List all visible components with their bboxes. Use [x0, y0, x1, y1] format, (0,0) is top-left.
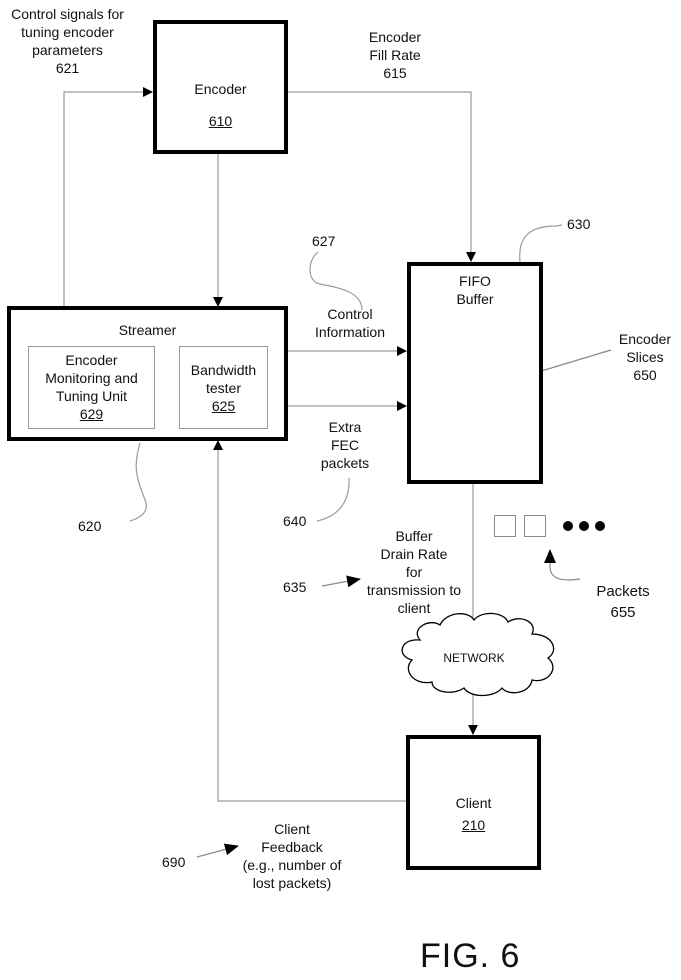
label-line: FEC [331, 437, 359, 453]
label-line: Encoder [368, 29, 422, 45]
ref-635: 635 [283, 579, 307, 595]
encoder-slices-label: Encoder Slices 650 [610, 330, 680, 384]
label-line: Information [314, 324, 386, 340]
label-line: Drain Rate [380, 546, 448, 562]
drain-rate-label: Buffer Drain Rate for transmission to cl… [356, 527, 472, 617]
monitoring-line-2: Monitoring and [45, 370, 138, 386]
client-feedback-connector [213, 440, 406, 802]
bandwidth-line-1: Bandwidth [190, 362, 257, 378]
ref-640: 640 [283, 513, 307, 529]
label-line: Control signals for [11, 6, 124, 22]
label-line: lost packets) [252, 875, 332, 891]
fifo-line-2: Buffer [456, 291, 494, 307]
encoder-ref: 610 [208, 113, 233, 129]
leader-620 [129, 442, 147, 522]
ref-627: 627 [312, 233, 336, 249]
label-line: Packets [596, 583, 650, 600]
encoder-monitoring-tuning-unit: Encoder Monitoring and Tuning Unit 629 [28, 346, 155, 429]
label-line: 615 [383, 65, 407, 81]
ellipsis-dot-icon [563, 521, 573, 531]
label-line: tuning encoder [21, 24, 114, 40]
client-ref: 210 [461, 817, 486, 833]
leader-640 [316, 477, 350, 522]
encoder-block: Encoder 610 [153, 20, 288, 154]
ref-690: 690 [162, 854, 186, 870]
label-line: packets [320, 455, 370, 471]
extra-fec-label: Extra FEC packets [310, 418, 380, 472]
ref-630: 630 [567, 216, 591, 232]
label-line: Control [327, 306, 373, 322]
monitoring-ref: 629 [79, 406, 104, 422]
leader-635 [321, 575, 361, 588]
packet-icon [524, 515, 546, 537]
encoder-name: Encoder [194, 81, 247, 97]
bandwidth-line-2: tester [205, 380, 241, 396]
packet-icon [494, 515, 516, 537]
ellipsis-dot-icon [579, 521, 589, 531]
label-line: 650 [633, 367, 657, 383]
control-signals-label: Control signals for tuning encoder param… [0, 5, 135, 77]
fifo-line-1: FIFO [459, 273, 491, 289]
leader-630 [519, 224, 563, 263]
label-line: 621 [55, 60, 80, 76]
fill-rate-connector [288, 91, 476, 262]
label-line: (e.g., number of [242, 857, 342, 873]
client-block: Client 210 [406, 735, 541, 870]
leader-690 [196, 843, 239, 858]
streamer-block: Streamer Encoder Monitoring and Tuning U… [7, 306, 288, 441]
bandwidth-ref: 625 [211, 398, 236, 414]
fill-rate-label: Encoder Fill Rate 615 [350, 28, 440, 82]
ellipsis-dot-icon [595, 521, 605, 531]
label-line: Feedback [261, 839, 323, 855]
ref-620: 620 [78, 518, 102, 534]
network-label: NETWORK [443, 651, 505, 665]
label-line: Fill Rate [369, 47, 421, 63]
packets-label: Packets 655 [590, 581, 656, 623]
network-cloud [401, 612, 555, 697]
label-line: Buffer [395, 528, 433, 544]
label-line: parameters [32, 42, 103, 58]
control-information-label: Control Information [305, 305, 395, 341]
streamer-name: Streamer [118, 322, 177, 338]
label-line: client [397, 600, 431, 616]
label-line: 655 [610, 604, 636, 621]
fifo-buffer: FIFO Buffer [407, 262, 543, 484]
label-line: Client [274, 821, 310, 837]
label-line: Encoder [618, 331, 672, 347]
label-line: Slices [626, 349, 664, 365]
label-line: for [405, 564, 423, 580]
client-name: Client [455, 795, 492, 811]
control-signals-connector [63, 87, 153, 307]
leader-627 [309, 251, 363, 311]
monitoring-line-1: Encoder [65, 352, 118, 368]
figure-caption: FIG. 6 [420, 937, 521, 975]
bandwidth-tester: Bandwidth tester 625 [179, 346, 268, 429]
label-line: Extra [328, 419, 362, 435]
monitoring-line-3: Tuning Unit [55, 388, 128, 404]
label-line: transmission to [366, 582, 462, 598]
leader-655 [544, 549, 581, 581]
client-feedback-label: Client Feedback (e.g., number of lost pa… [232, 820, 352, 892]
